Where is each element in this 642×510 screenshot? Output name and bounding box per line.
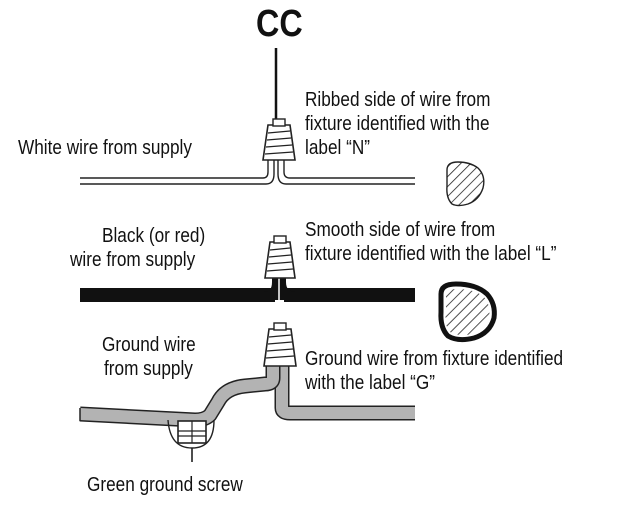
wire-nut-icon bbox=[262, 118, 296, 161]
label-ground-supply-line1: Ground wire bbox=[102, 334, 196, 356]
white-wire bbox=[80, 160, 415, 185]
label-ground-fixture-line2: with the label “G” bbox=[305, 372, 436, 394]
wire-end-icon bbox=[438, 281, 497, 343]
black-wire bbox=[80, 274, 415, 302]
ground-screw-icon bbox=[167, 419, 215, 462]
label-ribbed-line3: label “N” bbox=[305, 137, 370, 159]
label-black-line2: wire from supply bbox=[70, 249, 196, 271]
wire-nut-icon bbox=[264, 235, 296, 279]
label-green-ground-screw: Green ground screw bbox=[87, 474, 243, 496]
label-ground-fixture-line1: Ground wire from fixture identified bbox=[305, 348, 564, 370]
label-smooth-line2: fixture identified with the label “L” bbox=[305, 243, 557, 265]
label-ribbed-line1: Ribbed side of wire from bbox=[305, 89, 491, 111]
label-ribbed-line2: fixture identified with the bbox=[305, 113, 490, 135]
label-smooth-line1: Smooth side of wire from bbox=[305, 219, 496, 241]
page-title: CC bbox=[256, 3, 303, 45]
ground-wire bbox=[79, 365, 415, 428]
label-ground-supply-line2: from supply bbox=[104, 358, 193, 380]
wire-end-icon bbox=[446, 161, 485, 207]
wire-nut-icon bbox=[263, 322, 297, 367]
label-white-wire-supply: White wire from supply bbox=[18, 137, 192, 159]
label-black-line1: Black (or red) bbox=[102, 225, 206, 247]
